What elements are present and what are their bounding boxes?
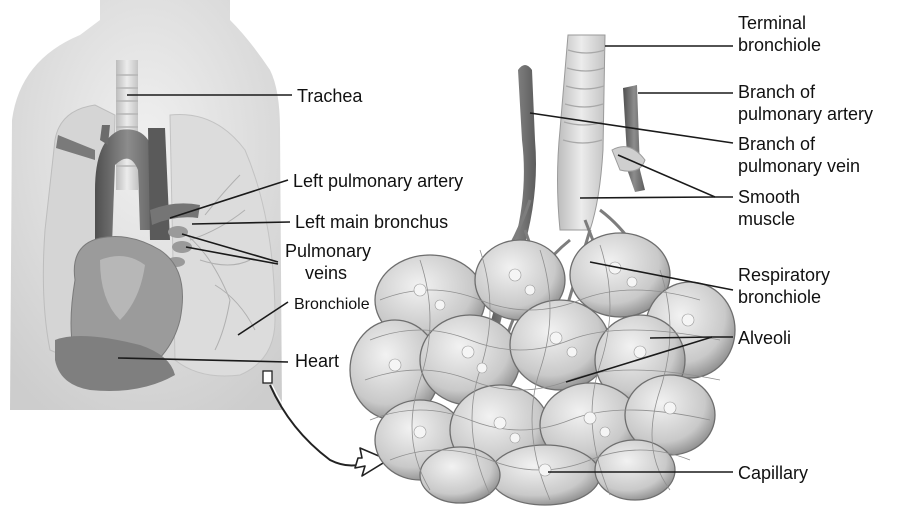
label-branch-pulmonary-artery-line2: pulmonary artery [738, 103, 873, 125]
label-capillary: Capillary [738, 462, 808, 484]
label-bronchiole: Bronchiole [294, 294, 370, 316]
label-respiratory-bronchiole-line1: Respiratory [738, 264, 830, 286]
trachea-tube [116, 60, 138, 190]
label-pulmonary-veins: Pulmonary veins [285, 240, 371, 284]
label-respiratory-bronchiole-line2: bronchiole [738, 286, 830, 308]
torso-illustration [10, 0, 282, 410]
label-trachea: Trachea [297, 85, 362, 107]
label-terminal-bronchiole-line2: bronchiole [738, 34, 821, 56]
label-branch-pulmonary-artery-line1: Branch of [738, 81, 873, 103]
alveolar-sac-illustration [350, 35, 735, 505]
label-alveoli: Alveoli [738, 327, 791, 349]
alveoli-cluster [350, 233, 735, 505]
label-smooth-muscle: Smooth muscle [738, 186, 800, 230]
label-pulmonary-veins-line2: veins [285, 262, 371, 284]
label-smooth-muscle-line1: Smooth [738, 186, 800, 208]
magnify-arrow [270, 385, 368, 466]
label-respiratory-bronchiole: Respiratory bronchiole [738, 264, 830, 308]
magnify-marker [263, 371, 272, 383]
label-smooth-muscle-line2: muscle [738, 208, 800, 230]
label-branch-pulmonary-artery: Branch of pulmonary artery [738, 81, 873, 125]
label-terminal-bronchiole: Terminal bronchiole [738, 12, 821, 56]
leader-alveoli-2 [650, 337, 712, 338]
label-terminal-bronchiole-line1: Terminal [738, 12, 821, 34]
label-branch-pulmonary-vein-line1: Branch of [738, 133, 860, 155]
label-heart: Heart [295, 350, 339, 372]
pulmonary-vein-branch [623, 85, 645, 192]
label-branch-pulmonary-vein: Branch of pulmonary vein [738, 133, 860, 177]
label-left-pulmonary-artery: Left pulmonary artery [293, 170, 463, 192]
label-branch-pulmonary-vein-line2: pulmonary vein [738, 155, 860, 177]
label-left-main-bronchus: Left main bronchus [295, 211, 448, 233]
leader-smooth-muscle-2 [580, 197, 715, 198]
label-pulmonary-veins-line1: Pulmonary [285, 240, 371, 262]
terminal-bronchiole-tube [558, 35, 606, 230]
